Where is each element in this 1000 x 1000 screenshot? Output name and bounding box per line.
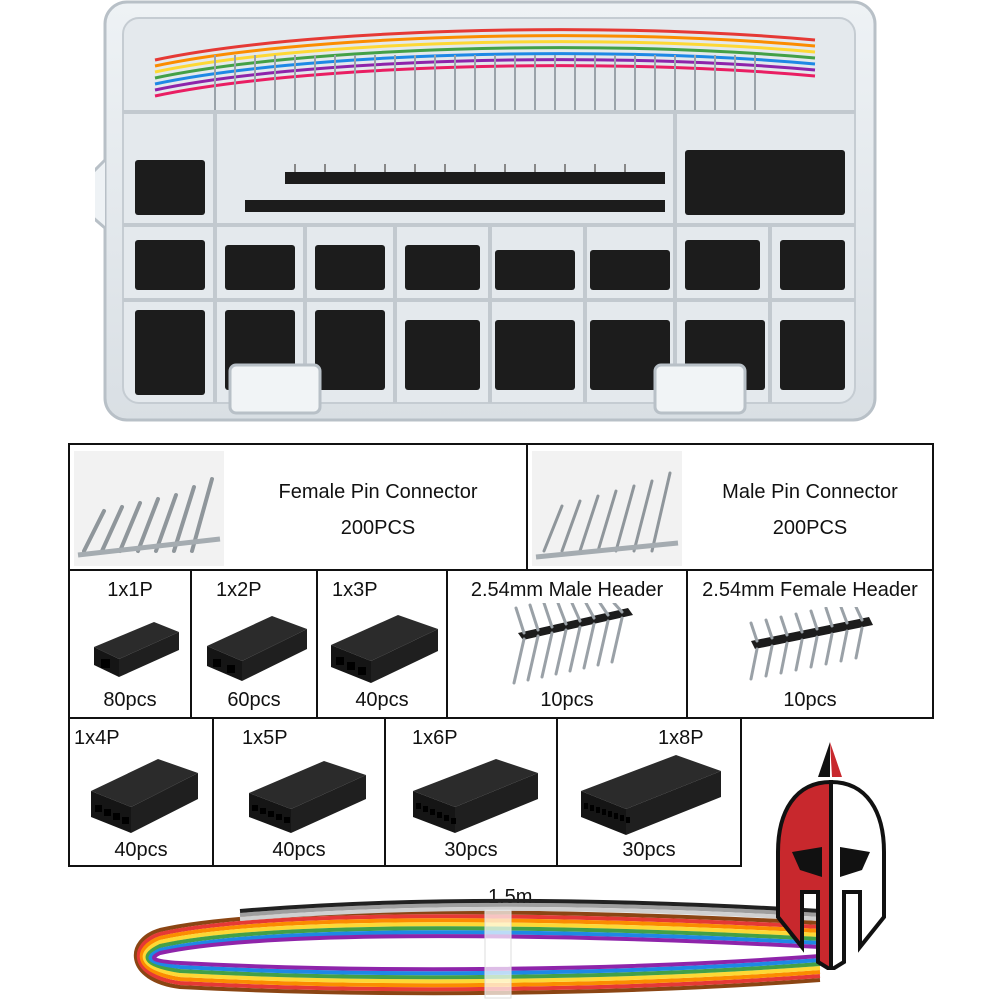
- housing-1x8p-size: 1x8P: [658, 727, 704, 749]
- male-pin-image: [532, 451, 682, 566]
- female-header-image: [743, 607, 883, 689]
- housing-1x2p-panel: 1x2P 60pcs: [190, 569, 318, 719]
- housing-1x4p-qty: 40pcs: [114, 839, 168, 861]
- ribbon-cable-image: [120, 895, 840, 1000]
- housing-1x3p-size: 1x3P: [332, 579, 378, 601]
- housing-1x2p-size: 1x2P: [216, 579, 262, 601]
- male-header-qty: 10pcs: [540, 689, 594, 711]
- housing-1x4p-size: 1x4P: [74, 727, 120, 749]
- male-pin-panel: Male Pin Connector 200PCS: [526, 443, 934, 571]
- housing-1x3p-qty: 40pcs: [355, 689, 409, 711]
- housing-1x5p-panel: 1x5P 40pcs: [212, 717, 386, 867]
- housing-1x2p-image: [202, 601, 312, 681]
- male-header-panel: 2.54mm Male Header 10pcs: [446, 569, 688, 719]
- housing-1x1p-panel: 1x1P 80pcs: [68, 569, 192, 719]
- female-pin-name: Female Pin Connector: [278, 481, 478, 503]
- housing-1x1p-image: [84, 607, 184, 677]
- male-header-image: [508, 603, 638, 693]
- housing-1x2p-qty: 60pcs: [227, 689, 281, 711]
- housing-1x8p-image: [576, 745, 726, 835]
- housing-1x8p-panel: 1x8P 30pcs: [556, 717, 742, 867]
- male-pin-qty: 200PCS: [772, 517, 848, 539]
- housing-1x6p-qty: 30pcs: [444, 839, 498, 861]
- housing-1x4p-image: [86, 747, 204, 833]
- housing-1x6p-panel: 1x6P 30pcs: [384, 717, 558, 867]
- housing-1x6p-image: [408, 749, 544, 833]
- spartan-helmet-logo: [772, 742, 890, 970]
- housing-1x3p-image: [326, 601, 444, 683]
- housing-1x5p-size: 1x5P: [242, 727, 288, 749]
- female-pin-qty: 200PCS: [340, 517, 416, 539]
- female-header-name: 2.54mm Female Header: [702, 579, 918, 601]
- housing-1x1p-qty: 80pcs: [103, 689, 157, 711]
- male-header-name: 2.54mm Male Header: [470, 579, 664, 601]
- housing-1x1p-size: 1x1P: [107, 579, 153, 601]
- housing-1x8p-qty: 30pcs: [622, 839, 676, 861]
- female-header-panel: 2.54mm Female Header 10pcs: [686, 569, 934, 719]
- storage-box-photo: [95, 0, 885, 425]
- female-pin-image: [74, 451, 224, 566]
- female-pin-panel: Female Pin Connector 200PCS: [68, 443, 528, 571]
- housing-1x5p-image: [244, 749, 372, 833]
- housing-1x4p-panel: 1x4P 40pcs: [68, 717, 214, 867]
- housing-1x6p-size: 1x6P: [412, 727, 458, 749]
- male-pin-name: Male Pin Connector: [722, 481, 898, 503]
- housing-1x5p-qty: 40pcs: [272, 839, 326, 861]
- female-header-qty: 10pcs: [783, 689, 837, 711]
- housing-1x3p-panel: 1x3P 40pcs: [316, 569, 448, 719]
